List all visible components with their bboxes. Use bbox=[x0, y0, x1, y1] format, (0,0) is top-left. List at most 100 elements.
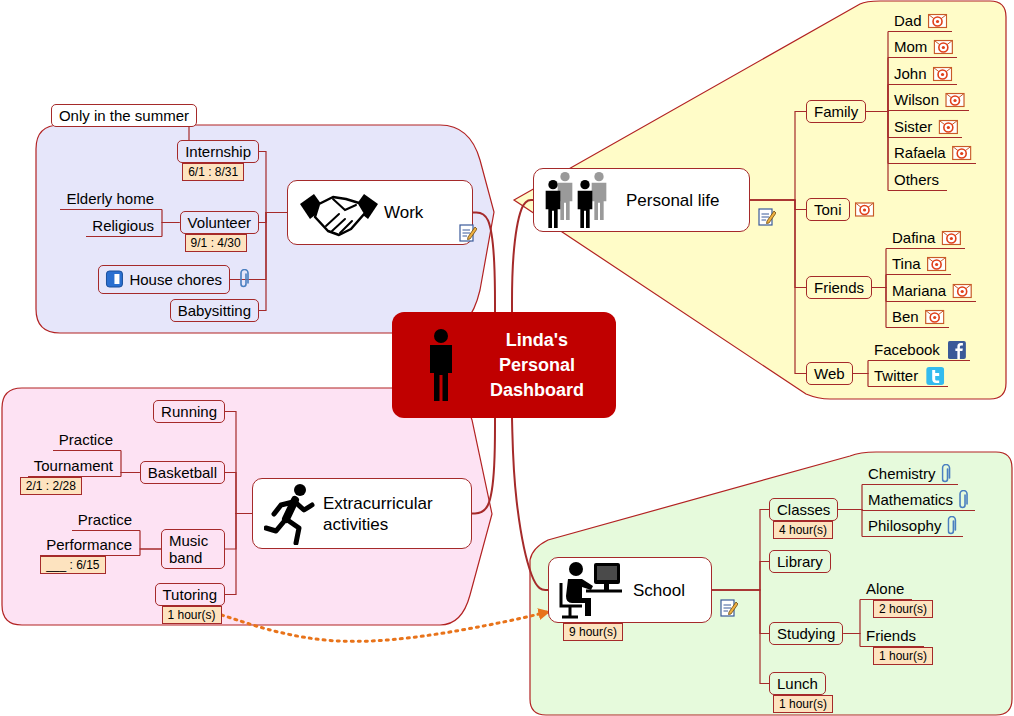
topic-text: Alone bbox=[866, 580, 904, 598]
main-topic: Work bbox=[287, 180, 473, 245]
topic-text: Mariana bbox=[892, 282, 946, 300]
topic-text: Philosophy bbox=[868, 517, 941, 535]
topic-text: School bbox=[633, 580, 685, 601]
branch-line bbox=[866, 85, 888, 112]
topic-text: John bbox=[894, 65, 927, 83]
subtopic-box: Friends bbox=[806, 276, 872, 299]
branch-line bbox=[225, 412, 252, 514]
branch-line bbox=[121, 473, 140, 477]
branch-line bbox=[259, 213, 287, 311]
facebook-icon bbox=[948, 341, 966, 359]
branch-line bbox=[866, 112, 888, 164]
duration-tag: 4 hour(s) bbox=[773, 521, 833, 539]
subtopic-box: Tutoring bbox=[155, 583, 225, 606]
duration-tag: 9 hour(s) bbox=[563, 623, 623, 641]
topic-text: Facebook bbox=[874, 341, 940, 359]
branch-line bbox=[188, 127, 189, 140]
topic-text: 2/1 : 2/28 bbox=[26, 479, 76, 493]
topic-text: Basketball bbox=[148, 464, 217, 481]
topic-text: Dafina bbox=[892, 229, 935, 247]
topic-text: Personal life bbox=[626, 190, 720, 211]
subtopic-box: Library bbox=[769, 550, 831, 573]
topic-text: Others bbox=[894, 171, 939, 189]
work-region bbox=[36, 125, 494, 333]
subtopic-label: Dafina bbox=[886, 228, 965, 249]
topic-text: 1 hour(s) bbox=[779, 697, 827, 711]
subtopic-box: Web bbox=[806, 362, 853, 385]
subtopic-box: Toni bbox=[806, 198, 850, 221]
topic-text: Twitter bbox=[874, 367, 918, 385]
people-icon bbox=[546, 172, 607, 228]
topic-text: 6/1 : 8/31 bbox=[188, 165, 238, 179]
topic-text: Linda's Personal Dashboard bbox=[472, 328, 602, 403]
subtopic-box: Babysitting bbox=[170, 299, 259, 322]
subtopic-box: Volunteer bbox=[180, 211, 259, 234]
email-icon bbox=[946, 94, 964, 107]
topic-text: Friends bbox=[866, 627, 916, 645]
topic-text: Tina bbox=[892, 255, 921, 273]
duration-tag: 1 hour(s) bbox=[773, 695, 833, 713]
subtopic-box: Studying bbox=[769, 622, 843, 645]
subtopic-box: Internship bbox=[177, 140, 259, 163]
topic-text: Rafaela bbox=[894, 144, 946, 162]
subtopic-label: Tina bbox=[886, 254, 951, 275]
branch-line bbox=[225, 514, 252, 595]
branch-line bbox=[750, 112, 806, 201]
duration-tag: 1 hour(s) bbox=[162, 606, 222, 624]
topic-text: Work bbox=[384, 202, 423, 223]
email-icon bbox=[929, 15, 947, 28]
topic-text: Babysitting bbox=[178, 302, 251, 319]
activities-region bbox=[2, 388, 492, 625]
topic-text: 1 hour(s) bbox=[168, 608, 216, 622]
branch-line bbox=[121, 451, 140, 473]
topic-text: Performance bbox=[46, 536, 132, 554]
topic-text: Volunteer bbox=[188, 214, 251, 231]
email-icon bbox=[928, 258, 946, 271]
branch-line bbox=[712, 590, 769, 684]
subtopic-box: Basketball bbox=[140, 461, 225, 484]
topic-text: Practice bbox=[59, 431, 113, 449]
duration-tag: 1 hour(s) bbox=[873, 647, 933, 665]
note-icon bbox=[759, 209, 776, 225]
branch-line bbox=[750, 200, 806, 288]
branch-line bbox=[140, 531, 161, 550]
email-icon bbox=[934, 68, 952, 81]
duration-tag: 2/1 : 2/28 bbox=[20, 477, 82, 495]
subtopic-label: Sister bbox=[888, 117, 962, 138]
subtopic-label: Mathematics bbox=[862, 490, 975, 511]
topic-text: Wilson bbox=[894, 91, 939, 109]
subtopic-box: Music band bbox=[161, 529, 225, 569]
subtopic-label: Alone bbox=[860, 579, 912, 600]
topic-text: Elderly home bbox=[66, 190, 154, 208]
topic-text: Toni bbox=[814, 201, 842, 218]
topic-text: Dad bbox=[894, 12, 922, 30]
subtopic-box: Classes bbox=[769, 498, 838, 521]
duration-tag: ___ : 6/15 bbox=[40, 556, 105, 574]
topic-text: Ben bbox=[892, 308, 919, 326]
email-icon bbox=[934, 41, 952, 54]
branch-line bbox=[712, 510, 769, 591]
topic-text: Music band bbox=[169, 532, 217, 566]
subtopic-label: Chemistry bbox=[862, 464, 958, 485]
branch-line bbox=[750, 200, 806, 210]
branch-line bbox=[872, 275, 886, 288]
topic-text: 1 hour(s) bbox=[879, 649, 927, 663]
subtopic-label: Mom bbox=[888, 37, 957, 58]
branch-line bbox=[472, 418, 495, 514]
topic-text: Tournament bbox=[34, 457, 113, 475]
subtopic-label: Rafaela bbox=[888, 143, 976, 164]
attachment-icon bbox=[943, 465, 950, 482]
subtopic-label: Practice bbox=[72, 510, 140, 531]
branch-line bbox=[866, 58, 888, 112]
subtopic-box: Lunch bbox=[769, 672, 826, 695]
subtopic-label: Practice bbox=[53, 430, 121, 451]
subtopic-box: Only in the summer bbox=[51, 104, 197, 127]
subtopic-label: Religious bbox=[86, 216, 162, 237]
subtopic-label: Wilson bbox=[888, 90, 969, 111]
branch-line bbox=[225, 514, 252, 550]
topic-text: Tutoring bbox=[163, 586, 217, 603]
email-icon bbox=[942, 232, 960, 245]
email-icon bbox=[953, 147, 971, 160]
branch-line bbox=[712, 562, 769, 591]
